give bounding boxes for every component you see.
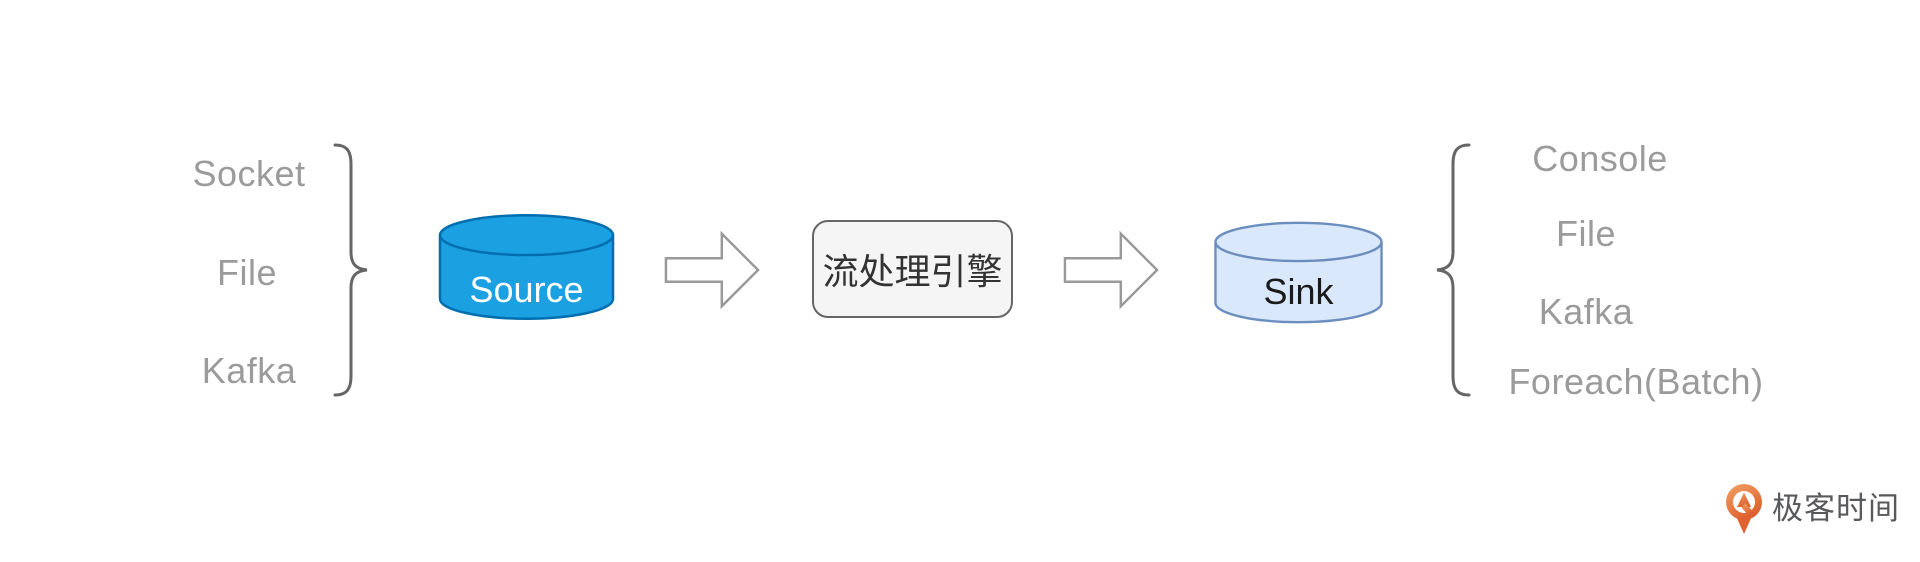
source-input-kafka: Kafka bbox=[201, 350, 297, 391]
sink-output-kafka: Kafka bbox=[1538, 291, 1634, 332]
left-curly-brace bbox=[333, 143, 368, 397]
sink-label: Sink bbox=[1263, 271, 1334, 312]
stream-engine-box: 流处理引擎 bbox=[812, 220, 1013, 318]
source-input-file: File bbox=[216, 252, 277, 293]
flow-arrow-engine-to-sink bbox=[1063, 230, 1159, 310]
flow-arrow-source-to-engine bbox=[664, 230, 760, 310]
sink-output-foreach-batch: Foreach(Batch) bbox=[1508, 361, 1764, 402]
source-label: Source bbox=[469, 269, 584, 310]
sink-output-console: Console bbox=[1532, 138, 1668, 179]
right-curly-brace bbox=[1436, 143, 1471, 397]
sink-output-file: File bbox=[1555, 213, 1616, 254]
source-input-socket: Socket bbox=[192, 153, 306, 194]
geektime-logo: 极客时间 bbox=[1725, 483, 1900, 535]
source-cylinder bbox=[438, 214, 615, 320]
geektime-logo-text: 极客时间 bbox=[1772, 491, 1900, 526]
stream-engine-label: 流处理引擎 bbox=[822, 251, 1003, 292]
geektime-logo-icon bbox=[1726, 484, 1762, 534]
sink-cylinder bbox=[1214, 221, 1383, 324]
